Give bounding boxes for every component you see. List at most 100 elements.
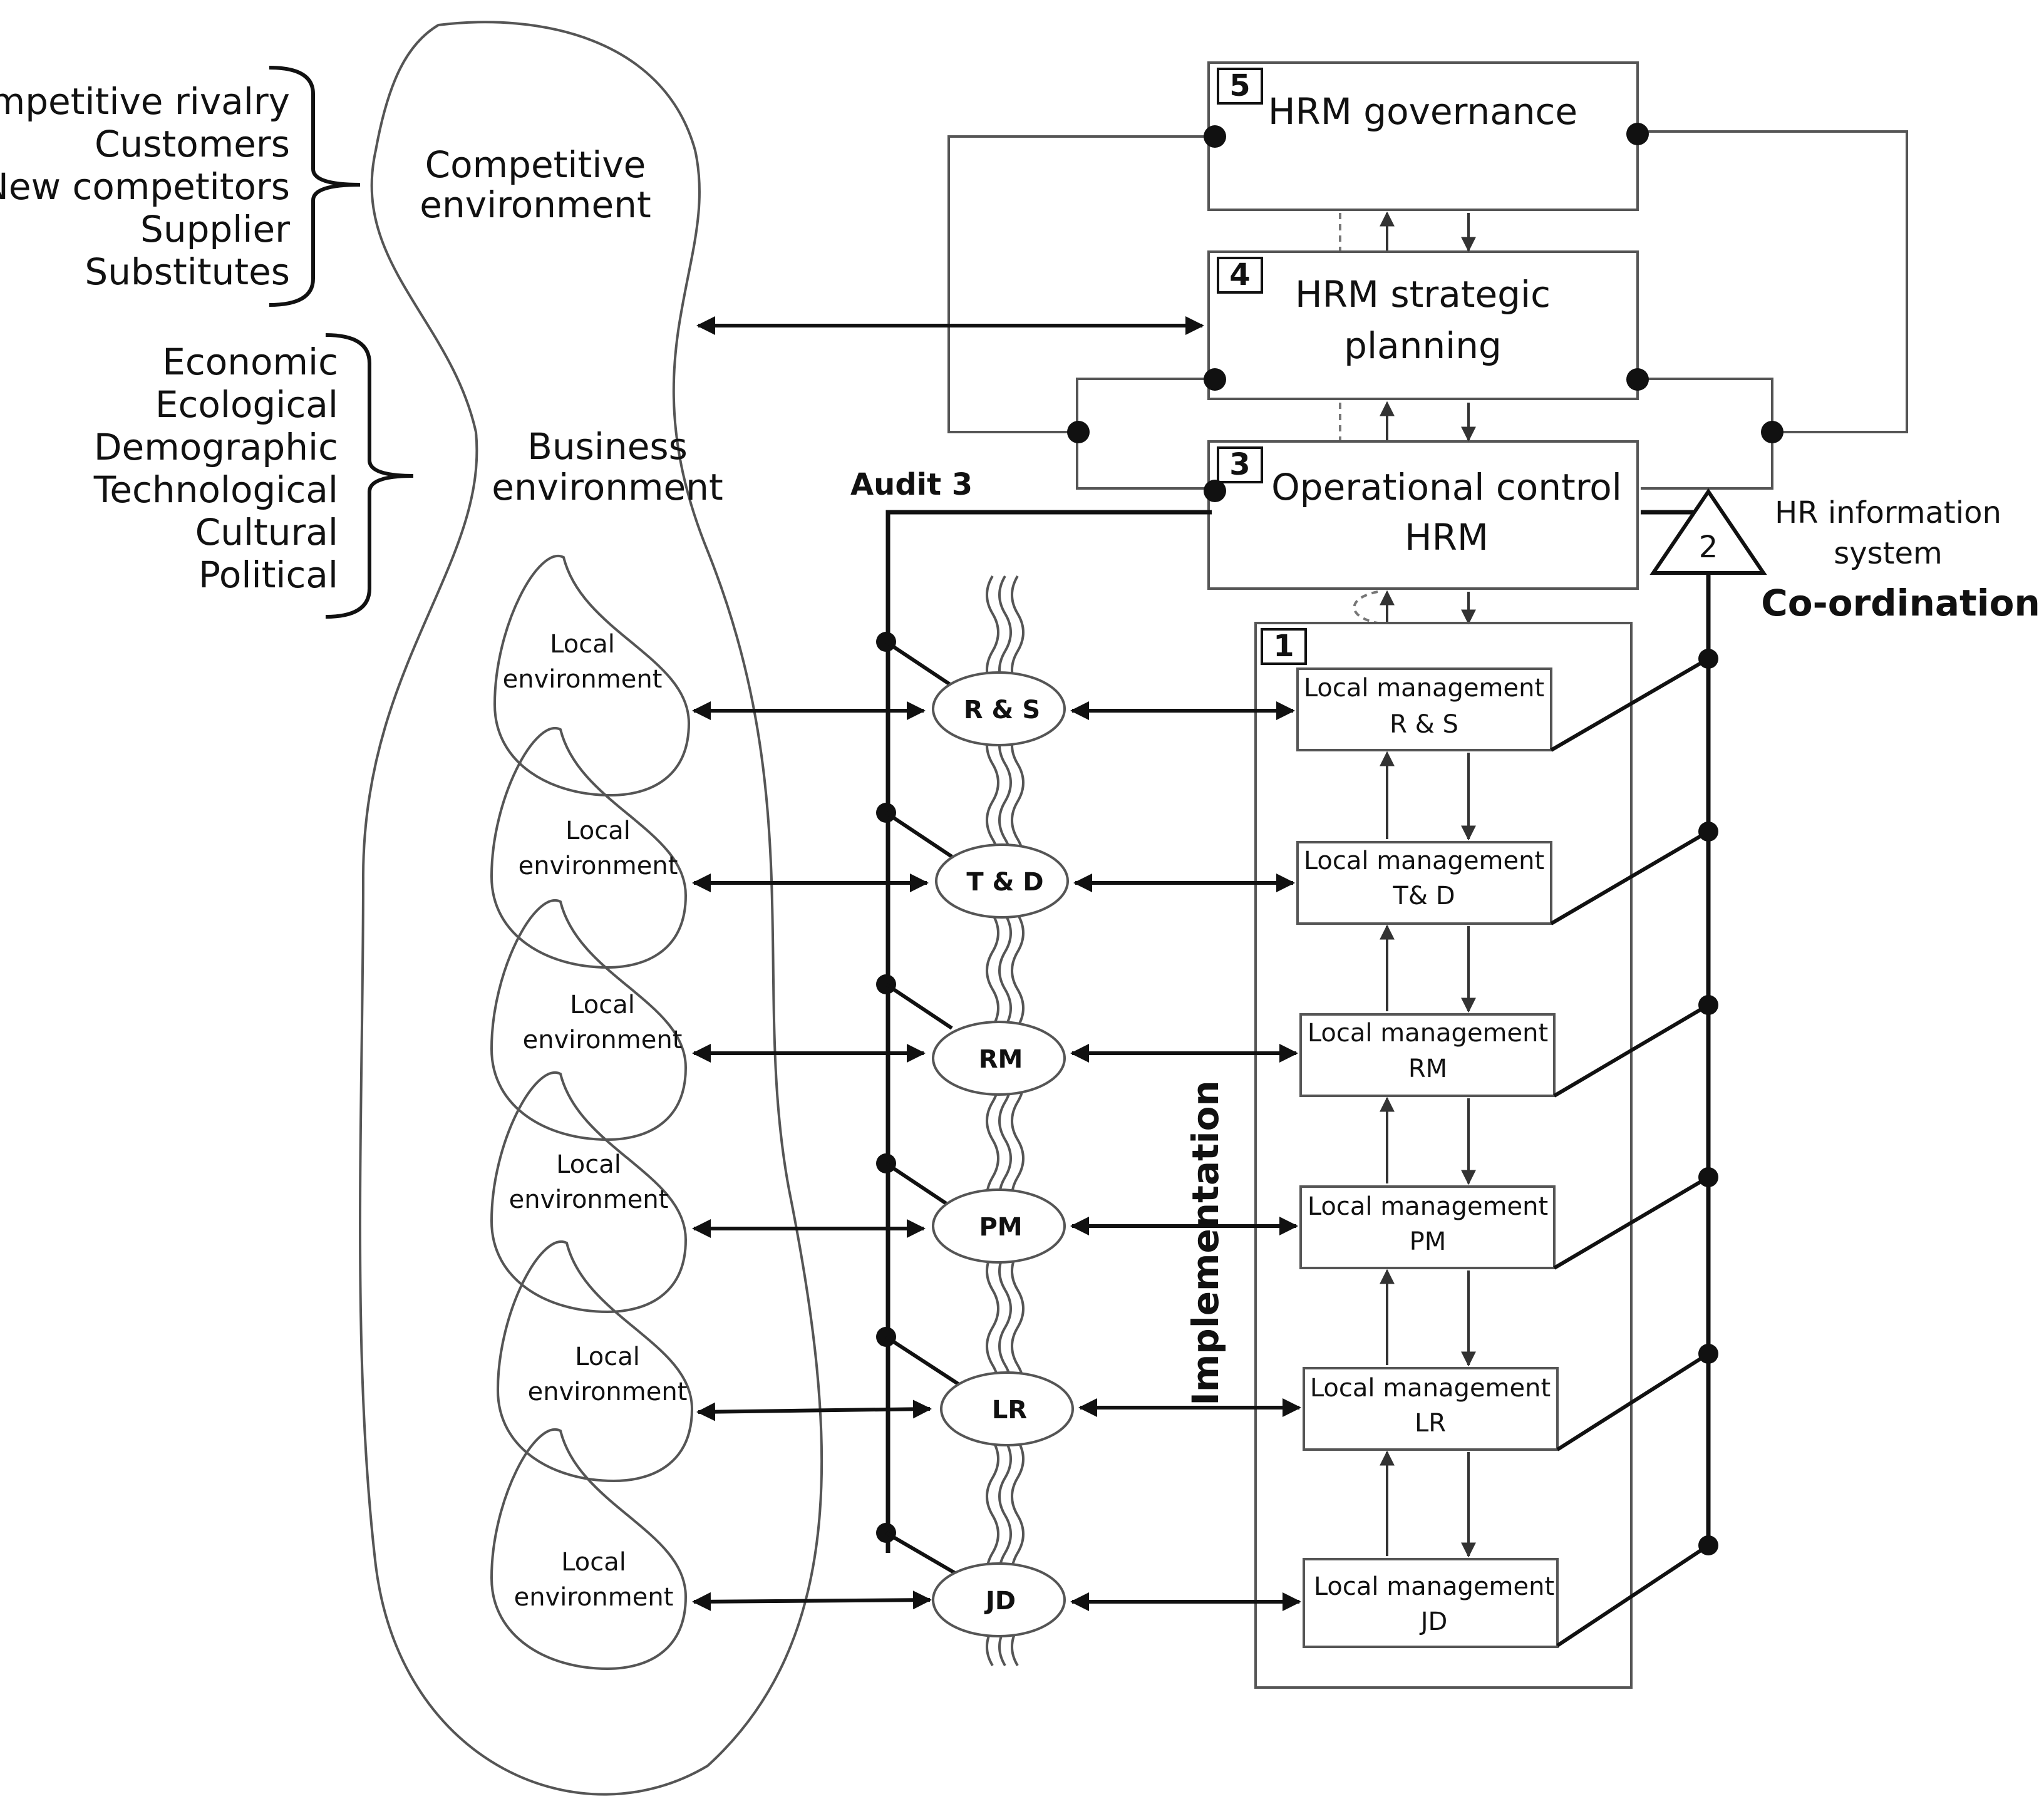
operational-control-title: Operational control [1271, 466, 1622, 508]
local-management-box [1299, 1185, 1556, 1269]
hr-info-system-label: system [1834, 536, 1943, 571]
local-management-box [1303, 1367, 1559, 1451]
force-label: Substitutes [85, 250, 290, 293]
environment-factors-list: Economic Ecological Demographic Technolo… [93, 341, 338, 596]
force-label: Customers [95, 123, 290, 165]
local-management-function: LR [1415, 1409, 1446, 1438]
hrm-strategic-title: HRM strategic [1295, 273, 1551, 316]
local-env-shape [490, 1071, 688, 1314]
factor-label: Technological [93, 468, 338, 511]
function-node [932, 1188, 1066, 1264]
local-env-shape [496, 1240, 694, 1483]
local-management-function: PM [1410, 1227, 1447, 1256]
function-node [940, 1371, 1074, 1446]
forces-brace [269, 66, 361, 307]
local-management-label: Local management [1314, 1572, 1554, 1601]
local-management-label: Local management [1308, 1192, 1548, 1221]
local-env-label: Local [550, 630, 615, 659]
local-env-label: environment [528, 1378, 688, 1406]
local-management-box [1296, 841, 1552, 925]
force-label: Competitive rivalry [0, 80, 290, 123]
function-node-label: RM [979, 1045, 1023, 1074]
hr-info-system-label: HR information [1775, 495, 2001, 530]
local-environment-3: Local environment [490, 899, 688, 1142]
local-management-label: Local management [1308, 1019, 1548, 1048]
local-management-arrows [1380, 751, 1476, 1558]
wavy-boundary [986, 575, 1025, 1667]
hrm-governance-box: 5 HRM governance [1207, 61, 1639, 211]
level-number: 1 [1273, 629, 1294, 664]
local-management-label: Local management [1304, 674, 1544, 703]
function-node [935, 843, 1069, 919]
local-management-box [1299, 1013, 1556, 1097]
level-number: 5 [1229, 68, 1250, 103]
local-env-label: Local [570, 991, 635, 1019]
function-node [932, 1562, 1066, 1637]
function-node-label: JD [984, 1587, 1016, 1616]
local-env-label: Local [561, 1548, 626, 1577]
local-env-label: environment [503, 665, 663, 694]
hrm-governance-title: HRM governance [1268, 90, 1577, 133]
function-node [932, 671, 1066, 746]
implementation-label: Implementation [1184, 1080, 1227, 1405]
local-env-label: Local [556, 1150, 621, 1179]
local-env-label: environment [509, 1185, 669, 1214]
function-node-label: PM [979, 1213, 1022, 1242]
local-management-box [1296, 667, 1552, 751]
function-row-lr: LR Local management LR [696, 1327, 1718, 1451]
factors-brace [325, 333, 414, 619]
local-management-function: JD [1419, 1607, 1448, 1636]
local-management-box [1303, 1558, 1559, 1648]
level-number: 3 [1229, 447, 1250, 482]
operational-control-title: HRM [1405, 516, 1489, 559]
hrm-strategic-planning-box: 4 HRM strategic planning [1207, 250, 1639, 400]
local-environment-1: Local environment [493, 555, 691, 797]
local-environment-4: Local environment [490, 1071, 688, 1314]
local-env-shape [493, 555, 691, 797]
local-env-shape [490, 1428, 688, 1671]
local-environment-6: Local environment [490, 1428, 688, 1671]
implementation-container: 1 Implementation [1184, 622, 1633, 1689]
level-number-box [1261, 628, 1307, 665]
local-env-label: environment [514, 1583, 674, 1612]
local-management-function: R & S [1390, 710, 1458, 739]
function-row-pm: PM Local management PM [692, 1153, 1718, 1270]
business-environment-shape [359, 21, 823, 1796]
level-number-box [1217, 68, 1263, 105]
local-env-label: environment [519, 852, 678, 880]
competitive-env-label: environment [420, 183, 651, 226]
function-node-label: T & D [966, 868, 1043, 897]
local-env-label: Local [575, 1343, 640, 1371]
local-env-label: Local [565, 817, 631, 845]
level-number: 4 [1229, 257, 1250, 292]
function-row-jd: JD Local management JD [692, 1523, 1718, 1648]
local-env-label: environment [523, 1026, 683, 1054]
local-environment-5: Local environment [496, 1240, 694, 1483]
local-management-label: Local management [1304, 847, 1544, 875]
business-env-label: Business [527, 425, 688, 468]
force-label: Supplier [140, 208, 290, 250]
force-label: New competitors [0, 165, 290, 208]
factor-label: Ecological [155, 383, 338, 426]
coordination-triangle [1649, 488, 1767, 575]
function-row-td: T & D Local management T& D [692, 803, 1718, 925]
level-number-box [1217, 257, 1263, 294]
function-node [932, 1021, 1066, 1096]
local-management-label: Local management [1310, 1374, 1551, 1403]
local-management-function: T& D [1392, 882, 1455, 910]
function-row-rs: R & S Local management R & S [692, 632, 1718, 752]
level-arrows [1339, 211, 1476, 625]
audit-label: Audit 3 [850, 467, 973, 502]
audit-line [885, 510, 1212, 1553]
factor-label: Economic [162, 341, 338, 383]
coordination-group: 2 HR information system Co-ordination [1641, 488, 2040, 1542]
business-env-label: environment [492, 466, 723, 508]
operational-control-box: 3 Operational control HRM [1207, 440, 1639, 590]
feedback-loops [947, 123, 1908, 502]
competitive-forces-list: Competitive rivalry Customers New compet… [0, 80, 290, 293]
factor-label: Political [199, 554, 338, 596]
competitive-env-label: Competitive [425, 143, 646, 186]
hrm-strategic-title: planning [1344, 324, 1502, 367]
